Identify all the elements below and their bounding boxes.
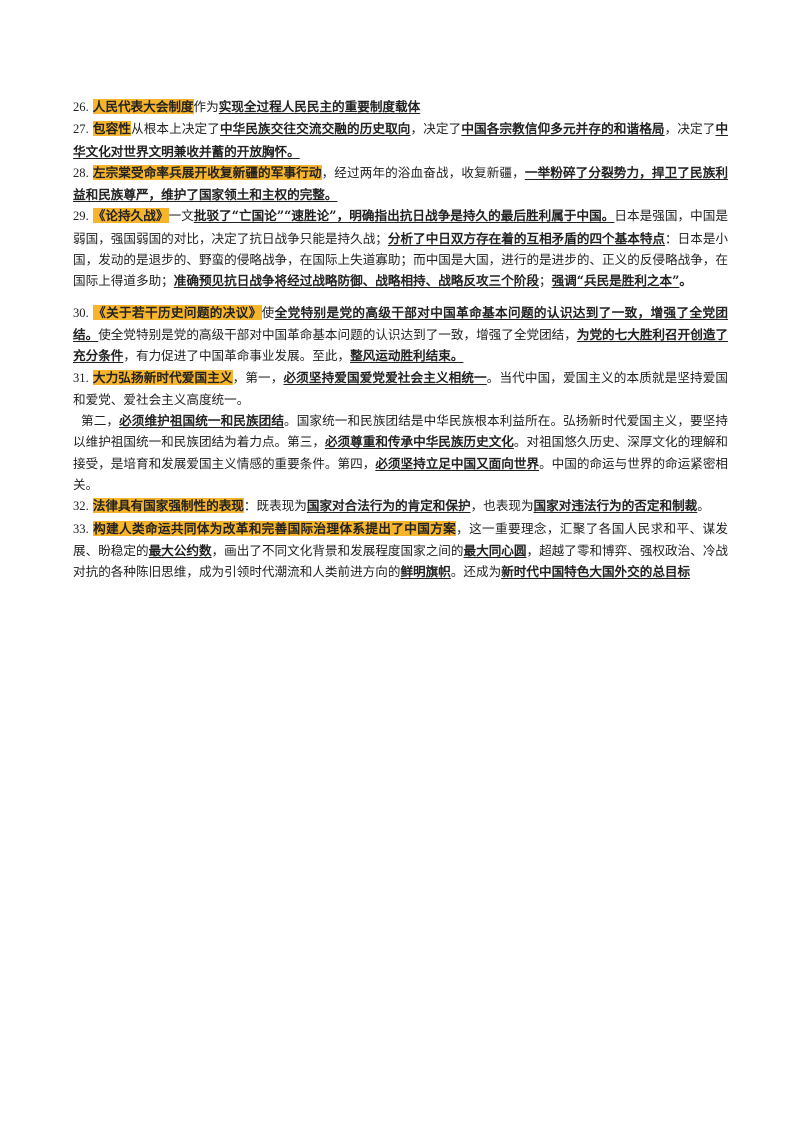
- highlight-term: 构建人类命运共同体为改革和完善国际治理体系提出了中国方案: [93, 520, 457, 536]
- item-31: 31. 大力弘扬新时代爱国主义，第一，必须坚持爱国爱党爱社会主义相统一。当代中国…: [73, 367, 728, 411]
- item-29: 29. 《论持久战》一文批驳了“亡国论”“速胜论”，明确指出抗日战争是持久的最后…: [73, 205, 728, 291]
- highlight-term: 包容性: [92, 121, 131, 137]
- text: ，画出了不同文化背景和发展程度国家之间的: [211, 542, 464, 558]
- item-number: 27.: [73, 122, 89, 137]
- item-26: 26. 人民代表大会制度作为实现全过程人民民主的重要制度载体: [73, 96, 728, 118]
- highlight-term: 《关于若干历史问题的决议》: [93, 304, 262, 320]
- key-point: 一举粉碎了分裂势力，捍卫了民族利益和民族尊严，维护了国家领土和主权的完整。: [73, 164, 729, 203]
- item-31-continued: 第二，必须维护祖国统一和民族团结。国家统一和民族团结是中华民族根本利益所在。弘扬…: [73, 410, 728, 495]
- item-32: 32. 法律具有国家强制性的表现：既表现为国家对合法行为的肯定和保护，也表现为国…: [73, 495, 728, 517]
- key-point: 最大同心圆: [463, 542, 527, 558]
- key-point: 中国各宗教信仰多元并存的和谐格局: [461, 121, 665, 137]
- text: ；: [538, 273, 552, 289]
- key-point: 分析了中日双方存在着的互相矛盾的四个基本特点: [387, 230, 666, 246]
- text: ，决定了: [410, 121, 462, 137]
- key-point: 为党的七大胜利召开创造了充分条件: [73, 326, 729, 364]
- text: 使全党特别是党的高级干部对中国革命基本问题的认识达到了一致，增强了全党团结，: [98, 326, 577, 342]
- text: ，这一重要理念，汇聚了各国人民求和平、谋发展、盼稳定的: [73, 520, 728, 558]
- text: 一文: [168, 208, 194, 224]
- text: ，超越了零和博弈、强权政治、冷战对抗的各种陈旧思维，成为引领时代潮流和人类前进方…: [73, 542, 729, 580]
- text: ，也表现为: [470, 498, 534, 514]
- text: 作为: [193, 99, 219, 114]
- key-point: 准确预见抗日战争将经过战略防御、战略相持、战略反攻三个阶段: [173, 273, 539, 289]
- item-number: 29.: [73, 209, 89, 224]
- highlight-term: 人民代表大会制度: [92, 99, 194, 114]
- item-number: 31.: [73, 370, 89, 385]
- key-point: 新时代中国特色大国外交的总目标: [501, 564, 691, 580]
- item-number: 26.: [73, 100, 89, 114]
- key-point: 必须坚持立足中国又面向世界: [375, 455, 540, 471]
- highlight-term: 左宗棠受命率兵展开收复新疆的军事行动: [92, 164, 322, 180]
- key-point: 必须维护祖国统一和民族团结: [119, 413, 285, 429]
- item-30: 30. 《关于若干历史问题的决议》使全党特别是党的高级干部对中国革命基本问题的认…: [73, 302, 728, 367]
- text: 第二，: [81, 413, 120, 429]
- key-point: 国家对合法行为的肯定和保护: [306, 498, 471, 514]
- item-28: 28. 左宗棠受命率兵展开收复新疆的军事行动，经过两年的浴血奋战，收复新疆，一举…: [73, 162, 728, 206]
- item-number: 33.: [73, 521, 89, 536]
- key-point: 全党特别是党的高级干部对中国革命基本问题的认识达到了一致，增强了全党团结。: [73, 304, 729, 342]
- text: ，第一，: [232, 369, 284, 385]
- item-number: 32.: [73, 499, 89, 514]
- key-point: 批驳了“亡国论”“速胜论”，明确指出抗日战争是持久的最后胜利属于中国。: [193, 208, 615, 224]
- text: 日本是强国，中国是弱国，强国弱国的对比，决定了抗日战争只能是持久战；: [73, 208, 729, 246]
- highlight-term: 《论持久战》: [92, 208, 169, 224]
- highlight-term: 大力弘扬新时代爱国主义: [92, 369, 233, 385]
- key-point: 鲜明旗帜: [400, 564, 451, 580]
- text: ：日本是小国，发动的是退步的、野蛮的侵略战争，在国际上失道寡助；而中国是大国，进…: [73, 230, 729, 289]
- text: ：既表现为: [243, 498, 307, 514]
- key-point: 必须坚持爱国爱党爱社会主义相统一: [283, 369, 487, 385]
- highlight-term: 法律具有国家强制性的表现: [92, 498, 244, 514]
- text: 。: [679, 273, 692, 289]
- key-point: 整风运动胜利结束。: [350, 348, 464, 364]
- key-point: 中华民族交往交流交融的历史取向: [219, 121, 411, 137]
- item-33: 33. 构建人类命运共同体为改革和完善国际治理体系提出了中国方案，这一重要理念，…: [73, 518, 728, 583]
- text: 使: [261, 304, 275, 320]
- key-point: 实现全过程人民民主的重要制度载体: [218, 99, 421, 114]
- text: 。对祖国悠久历史、深厚文化的理解和接受，是培育和发展爱国主义情感的重要条件。第四…: [73, 434, 729, 471]
- text: ，决定了: [664, 121, 716, 137]
- text: ，有力促进了中国革命事业发展。至此，: [123, 348, 351, 364]
- key-point: 中华文化对世界文明兼收并蓄的开放胸怀。: [73, 121, 729, 159]
- key-point: 国家对违法行为的否定和制裁: [533, 498, 698, 514]
- text: 。: [697, 498, 710, 514]
- text: 。国家统一和民族团结是中华民族根本利益所在。弘扬新时代爱国主义，要坚持以维护祖国…: [73, 413, 729, 450]
- text: 从根本上决定了: [131, 121, 220, 137]
- key-point: 强调“兵民是胜利之本”: [551, 273, 680, 289]
- text: ，经过两年的浴血奋战，收复新疆，: [321, 164, 525, 180]
- item-number: 30.: [73, 305, 89, 320]
- text: 。当代中国，爱国主义的本质就是坚持爱国和爱党、爱社会主义高度统一。: [73, 369, 729, 407]
- document-body: 26. 人民代表大会制度作为实现全过程人民民主的重要制度载体 27. 包容性从根…: [73, 96, 728, 583]
- item-number: 28.: [73, 165, 89, 180]
- text: 。中国的命运与世界的命运紧密相关。: [73, 455, 729, 493]
- text: 。还成为: [450, 564, 502, 580]
- item-27: 27. 包容性从根本上决定了中华民族交往交流交融的历史取向，决定了中国各宗教信仰…: [73, 118, 728, 162]
- key-point: 必须尊重和传承中华民族历史文化: [324, 434, 514, 450]
- key-point: 最大公约数: [148, 542, 212, 558]
